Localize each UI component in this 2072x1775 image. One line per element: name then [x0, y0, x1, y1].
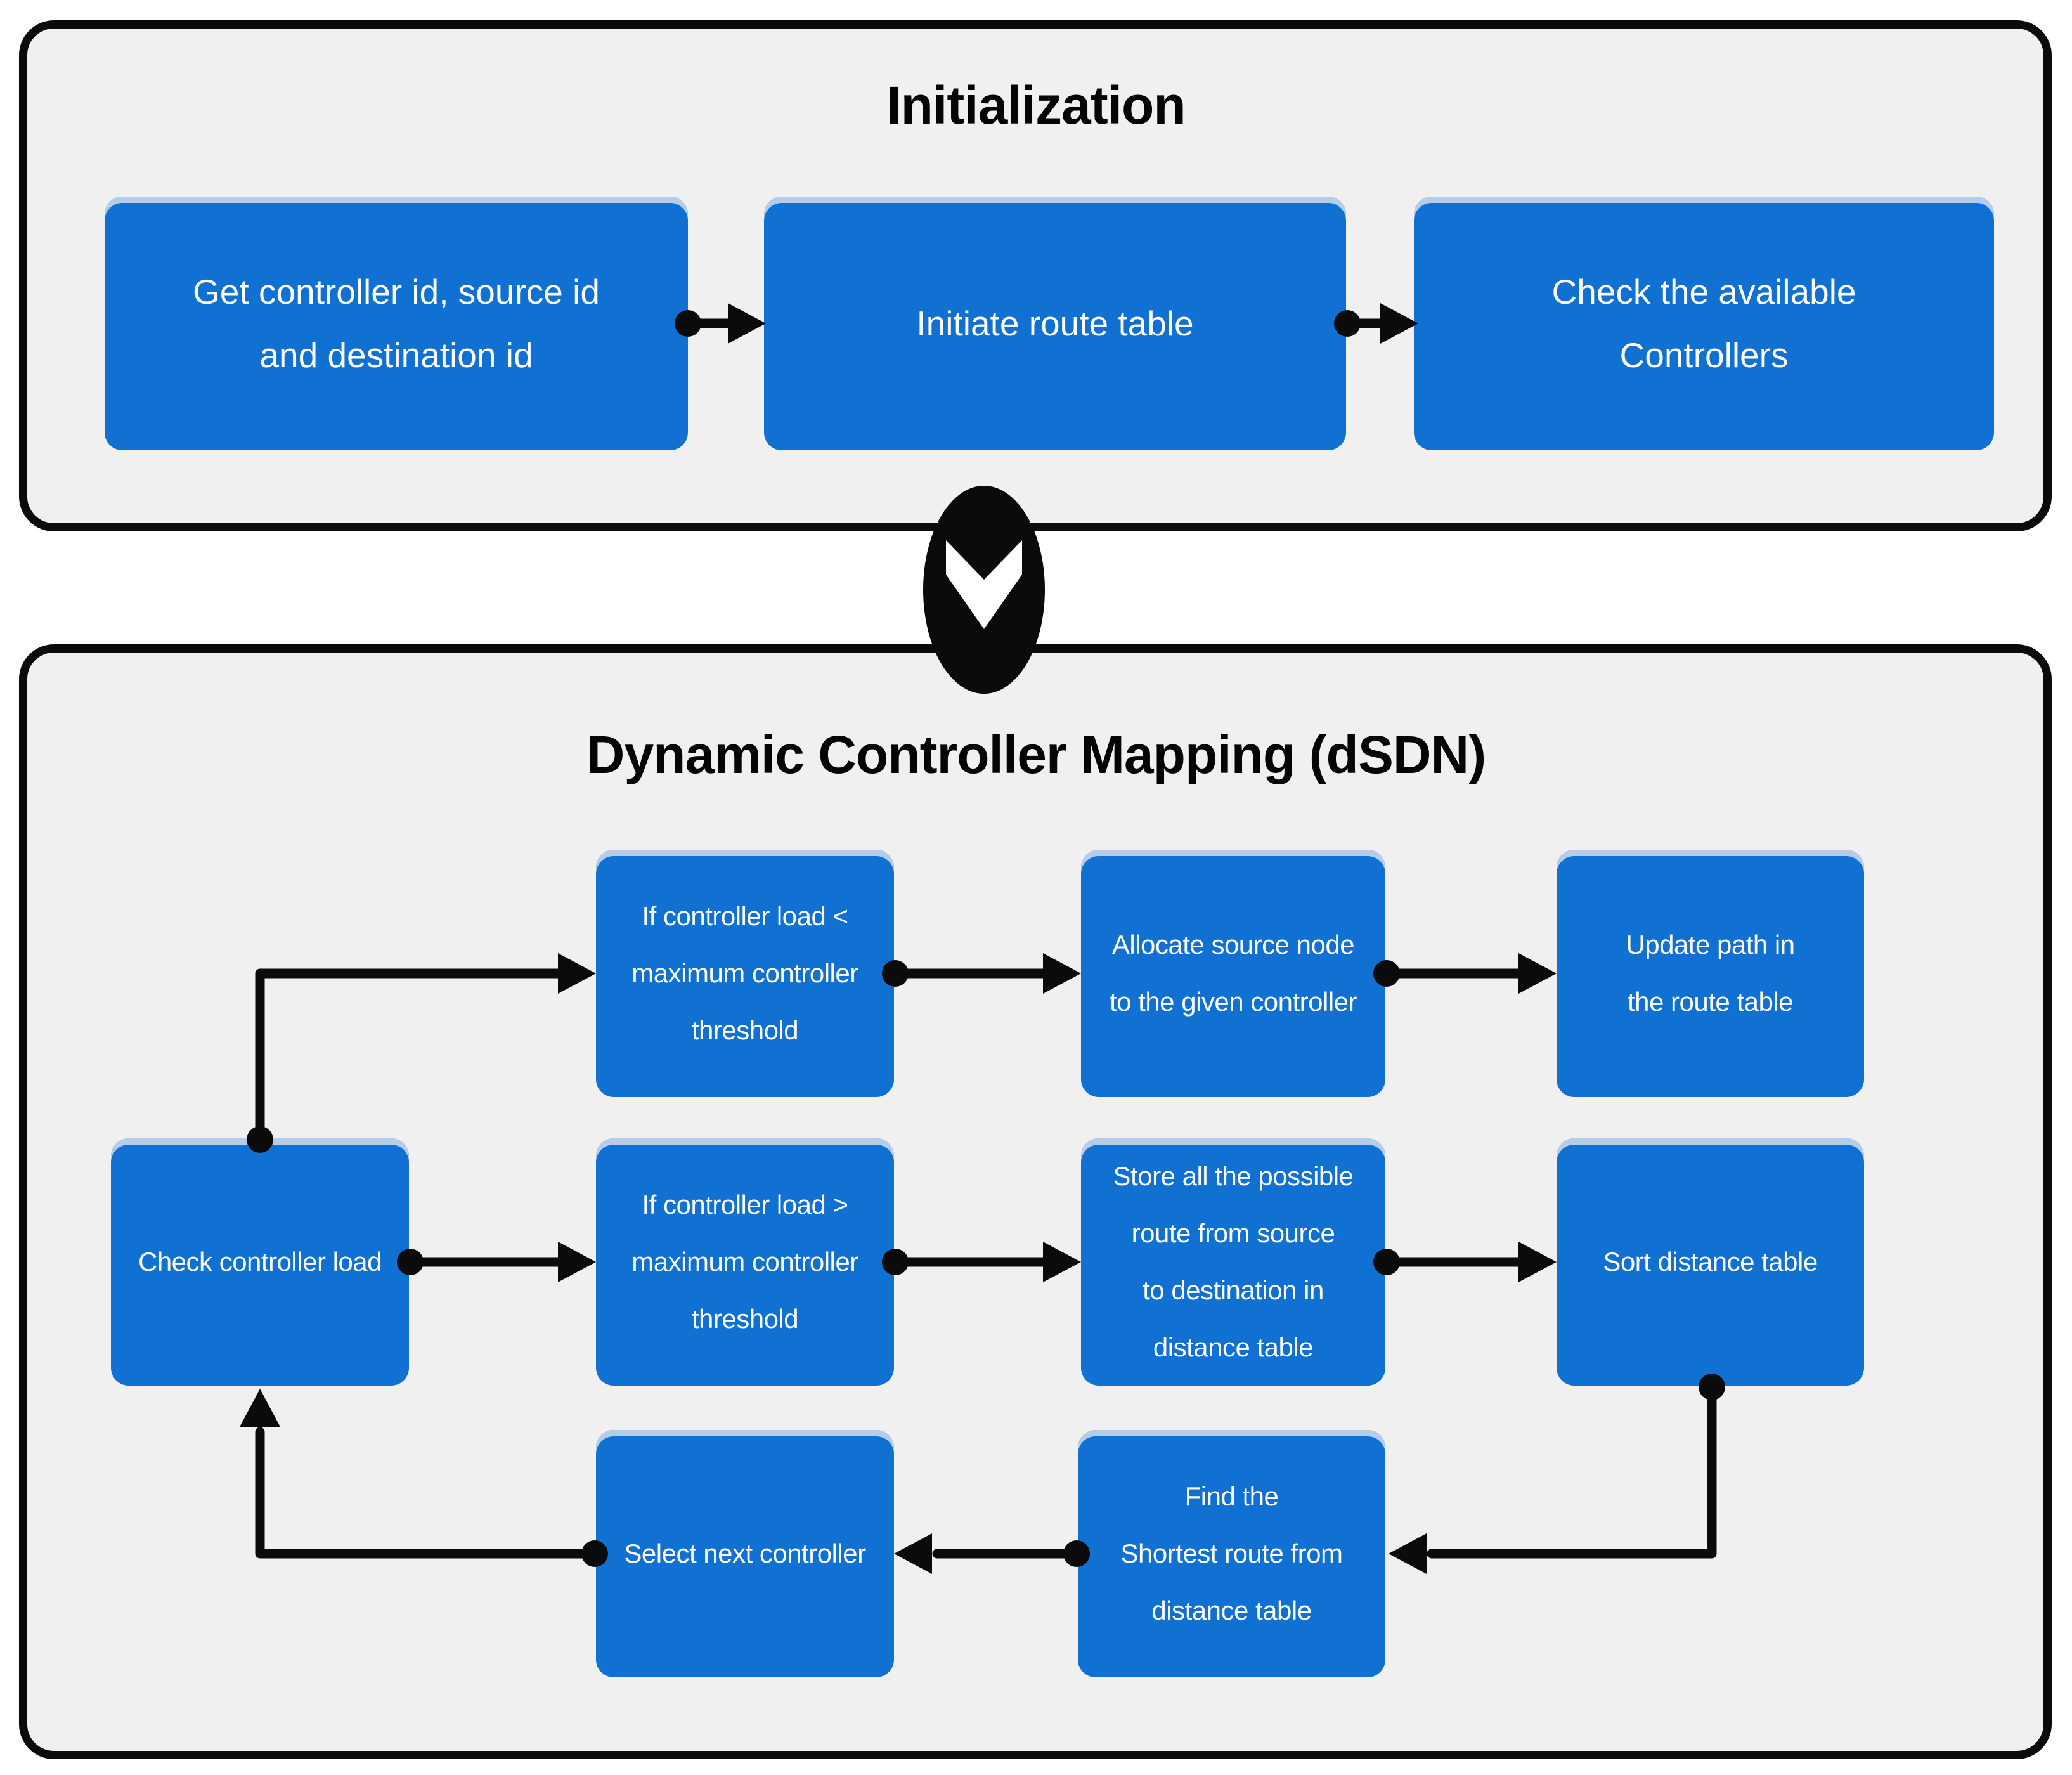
- flow-node-label: If controller load > maximum controller …: [631, 1190, 858, 1334]
- flow-node-select-next-controller: Select next controller: [596, 1430, 894, 1677]
- flow-node-check-available-controllers: Check the available Controllers: [1414, 197, 1994, 450]
- flow-node-load-less-than-threshold: If controller load < maximum controller …: [596, 850, 894, 1097]
- flow-node-find-shortest-route: Find the Shortest route from distance ta…: [1078, 1430, 1385, 1677]
- panel-title-initialization: Initialization: [886, 75, 1186, 135]
- flow-node-load-greater-than-threshold: If controller load > maximum controller …: [596, 1138, 894, 1386]
- flow-node-label: If controller load < maximum controller …: [631, 901, 858, 1045]
- flow-node-label: Sort distance table: [1603, 1247, 1818, 1277]
- flow-node-allocate-source-node: Allocate source node to the given contro…: [1081, 850, 1385, 1097]
- flow-node-label: Store all the possible route from source…: [1113, 1161, 1354, 1362]
- flow-node-label: Select next controller: [624, 1538, 866, 1568]
- flow-node-label: Update path in the route table: [1626, 930, 1795, 1017]
- panel-title-dsdn: Dynamic Controller Mapping (dSDN): [586, 725, 1486, 784]
- flow-node-label: Check the available Controllers: [1551, 272, 1856, 375]
- flow-node-label: Get controller id, source id and destina…: [193, 272, 600, 375]
- flow-node-update-path: Update path in the route table: [1557, 850, 1864, 1097]
- flow-node-check-controller-load: Check controller load: [111, 1138, 409, 1386]
- flow-node-label: Initiate route table: [916, 304, 1194, 343]
- flow-node-sort-distance-table: Sort distance table: [1557, 1138, 1864, 1386]
- flow-node-initiate-route-table: Initiate route table: [764, 197, 1346, 450]
- flow-node-label: Allocate source node to the given contro…: [1109, 930, 1357, 1017]
- flow-node-store-routes: Store all the possible route from source…: [1081, 1138, 1385, 1386]
- flow-node-get-ids: Get controller id, source id and destina…: [105, 197, 688, 450]
- flow-node-label: Check controller load: [138, 1247, 382, 1277]
- flow-node-label: Find the Shortest route from distance ta…: [1120, 1481, 1343, 1625]
